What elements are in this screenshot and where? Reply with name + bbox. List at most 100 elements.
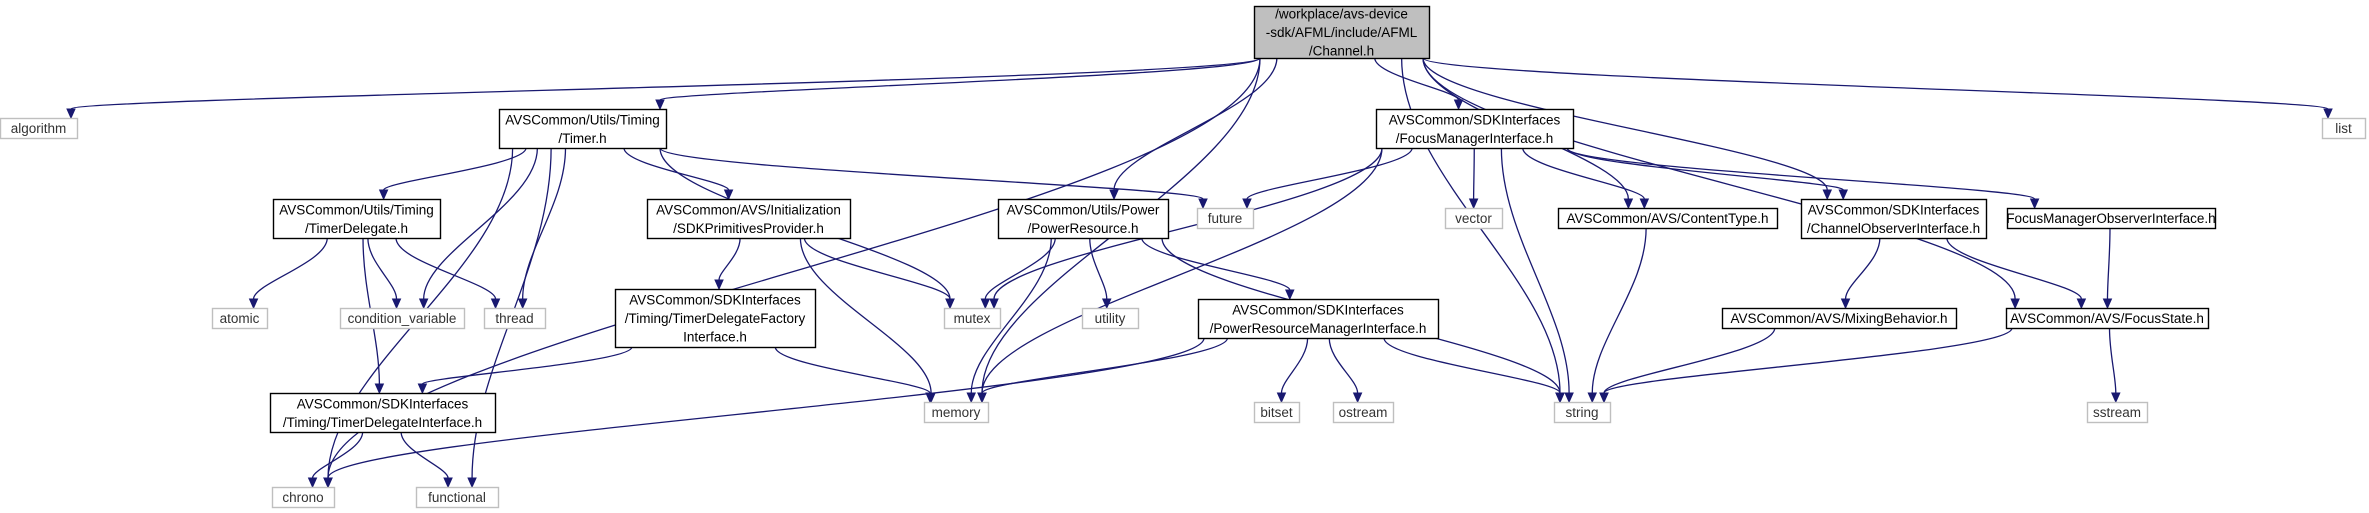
edge-arrowhead bbox=[517, 298, 528, 310]
edge-line bbox=[1422, 57, 1828, 191]
node-label: bitset bbox=[1260, 405, 1293, 420]
node-mixing[interactable]: AVSCommon/AVS/MixingBehavior.h bbox=[1721, 307, 1958, 330]
node-label: AVSCommon/Utils/Timing bbox=[279, 202, 434, 217]
edge-sdkprim-to-mutex bbox=[803, 237, 955, 310]
edge-line bbox=[1522, 147, 1645, 200]
node-label: /PowerResourceManagerInterface.h bbox=[1210, 321, 1427, 336]
edge-prmi-to-string bbox=[1383, 337, 1565, 404]
node-box bbox=[269, 392, 497, 434]
edge-arrowhead bbox=[1276, 392, 1287, 404]
node-label: Interface.h bbox=[683, 330, 747, 345]
edge-line bbox=[1591, 227, 1647, 394]
node-label: atomic bbox=[220, 311, 260, 326]
node-fmi[interactable]: AVSCommon/SDKInterfaces/FocusManagerInte… bbox=[1375, 108, 1575, 150]
edge-focusstate-to-sstream bbox=[2108, 327, 2121, 404]
edge-line bbox=[367, 237, 398, 300]
node-chobs[interactable]: AVSCommon/SDKInterfaces/ChannelObserverI… bbox=[1800, 198, 1988, 240]
node-mutex: mutex bbox=[943, 307, 1002, 330]
edge-root-to-algorithm bbox=[66, 57, 1261, 120]
node-label: AVSCommon/SDKInterfaces bbox=[629, 293, 801, 308]
edge-root-to-fmi bbox=[1374, 57, 1464, 111]
edge-arrowhead bbox=[989, 298, 999, 310]
node-label: AVSCommon/AVS/Initialization bbox=[656, 202, 841, 217]
edge-line bbox=[1603, 327, 1776, 394]
node-box bbox=[483, 307, 547, 330]
edge-line bbox=[400, 431, 449, 479]
node-focusstate[interactable]: AVSCommon/AVS/FocusState.h bbox=[2005, 307, 2210, 330]
node-condvar: condition_variable bbox=[339, 307, 466, 330]
node-box bbox=[2086, 401, 2149, 424]
node-label: AVSCommon/AVS/ContentType.h bbox=[1566, 211, 1768, 226]
edge-root-to-focusstate bbox=[1422, 57, 2020, 310]
node-atomic: atomic bbox=[211, 307, 269, 330]
node-powerres[interactable]: AVSCommon/Utils/Power/PowerResource.h bbox=[997, 198, 1170, 240]
node-fmobs[interactable]: FocusManagerObserverInterface.h bbox=[2006, 207, 2217, 230]
edge-arrowhead bbox=[418, 298, 429, 310]
edge-prmi-to-bitset bbox=[1276, 337, 1309, 404]
edge-line bbox=[327, 337, 1205, 479]
edge-line bbox=[803, 237, 951, 300]
node-prmi[interactable]: AVSCommon/SDKInterfaces/PowerResourceMan… bbox=[1197, 298, 1440, 340]
node-timerdelegate[interactable]: AVSCommon/Utils/Timing/TimerDelegate.h bbox=[272, 198, 442, 240]
node-sdkprim[interactable]: AVSCommon/AVS/Initialization/SDKPrimitiv… bbox=[646, 198, 852, 240]
edge-line bbox=[1603, 327, 2013, 394]
edge-line bbox=[1472, 147, 1475, 200]
node-label: vector bbox=[1455, 211, 1492, 226]
node-list: list bbox=[2321, 117, 2367, 140]
edge-timerdelegate-to-atomic bbox=[248, 237, 328, 310]
node-timer[interactable]: AVSCommon/Utils/Timing/Timer.h bbox=[498, 108, 668, 150]
node-label: algorithm bbox=[11, 121, 67, 136]
edge-line bbox=[1246, 147, 1413, 200]
node-future: future bbox=[1196, 207, 1255, 230]
node-box bbox=[923, 401, 990, 424]
node-label: AVSCommon/AVS/FocusState.h bbox=[2010, 311, 2204, 326]
edge-arrowhead bbox=[977, 392, 987, 404]
node-label: chrono bbox=[282, 490, 323, 505]
node-label: AVSCommon/SDKInterfaces bbox=[1232, 302, 1404, 317]
node-box bbox=[1253, 5, 1431, 60]
edge-line bbox=[2108, 327, 2117, 394]
node-utility: utility bbox=[1081, 307, 1140, 330]
edge-fmi-to-mutex bbox=[989, 147, 1383, 310]
edge-arrowhead bbox=[417, 383, 428, 395]
edge-root-to-chobs bbox=[1422, 57, 1833, 201]
node-contenttype[interactable]: AVSCommon/AVS/ContentType.h bbox=[1557, 207, 1779, 230]
node-tdi[interactable]: AVSCommon/SDKInterfaces/Timing/TimerDele… bbox=[269, 392, 497, 434]
node-functional: functional bbox=[415, 486, 500, 509]
node-box bbox=[646, 198, 852, 240]
node-box bbox=[943, 307, 1002, 330]
edge-line bbox=[2106, 227, 2111, 300]
edge-fmi-to-vector bbox=[1468, 147, 1479, 210]
edge-line bbox=[1946, 237, 2083, 300]
node-label: ostream bbox=[1339, 405, 1388, 420]
edge-arrowhead bbox=[66, 108, 76, 120]
node-label: AVSCommon/Utils/Timing bbox=[505, 112, 660, 127]
edge-line bbox=[1566, 147, 1844, 191]
edge-line bbox=[774, 346, 931, 394]
edge-powerres-to-prmi bbox=[1141, 237, 1295, 301]
node-box bbox=[339, 307, 466, 330]
node-tdfactory[interactable]: AVSCommon/SDKInterfaces/Timing/TimerDele… bbox=[614, 288, 817, 349]
edge-arrowhead bbox=[980, 298, 991, 310]
edge-line bbox=[718, 237, 741, 281]
node-label: memory bbox=[932, 405, 981, 420]
node-label: condition_variable bbox=[348, 311, 457, 326]
node-root[interactable]: /workplace/avs-device-sdk/AFML/include/A… bbox=[1253, 5, 1431, 60]
edge-line bbox=[981, 337, 1229, 394]
edge-tdi-to-functional bbox=[400, 431, 453, 489]
node-label: string bbox=[1565, 405, 1598, 420]
edge-arrowhead bbox=[1285, 289, 1295, 301]
edge-root-to-powerres bbox=[1109, 57, 1278, 201]
node-box bbox=[2006, 207, 2217, 230]
edge-arrowhead bbox=[1564, 392, 1574, 404]
node-label: sstream bbox=[2093, 405, 2141, 420]
edge-line bbox=[70, 57, 1261, 110]
edge-fmi-to-chobs bbox=[1566, 147, 1848, 201]
node-label: future bbox=[1208, 211, 1243, 226]
node-label: AVSCommon/SDKInterfaces bbox=[1808, 202, 1980, 217]
edge-arrowhead bbox=[723, 189, 734, 201]
edge-arrowhead bbox=[490, 298, 501, 310]
edge-root-to-list bbox=[1422, 57, 2333, 120]
edge-arrowhead bbox=[1555, 392, 1565, 404]
